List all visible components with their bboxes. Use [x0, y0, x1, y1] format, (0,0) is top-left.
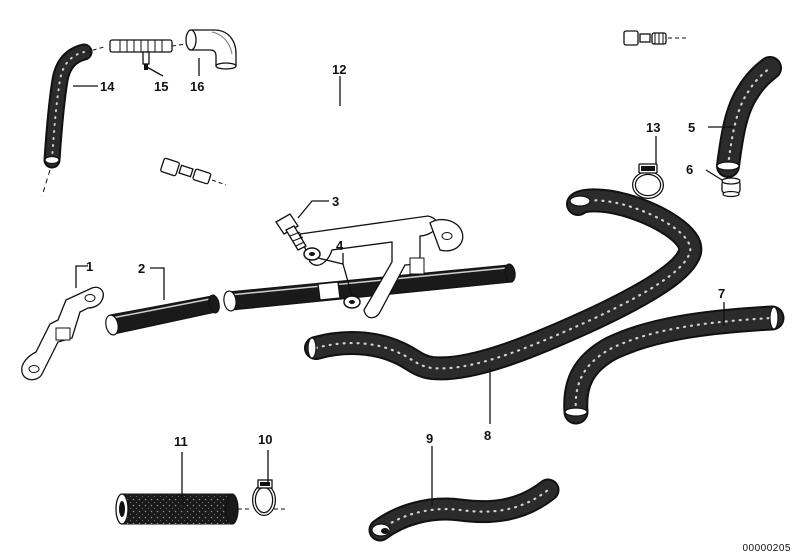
callout-15: 15 — [154, 79, 168, 94]
bolt-part-3 — [275, 213, 307, 251]
pipe-fitting-left — [160, 157, 227, 186]
callout-labels: 1 2 3 4 5 6 7 8 9 10 11 12 13 14 15 16 — [86, 62, 725, 449]
pipe-part-12 — [131, 30, 686, 186]
tube-part-2 — [105, 294, 220, 336]
callout-5: 5 — [688, 120, 695, 135]
hose-part-14 — [41, 43, 105, 197]
hose-part-5 — [716, 56, 782, 178]
callout-14: 14 — [100, 79, 115, 94]
elbow-fitting-part-16 — [185, 29, 237, 70]
callout-8: 8 — [484, 428, 491, 443]
hose-part-7 — [563, 305, 785, 425]
hose-part-8 — [304, 188, 703, 381]
callout-2: 2 — [138, 261, 145, 276]
callout-9: 9 — [426, 431, 433, 446]
callout-11: 11 — [174, 434, 188, 449]
callout-16: 16 — [190, 79, 204, 94]
callout-12: 12 — [332, 62, 346, 77]
leader-lines — [73, 58, 734, 506]
plug-part-6 — [721, 177, 741, 198]
callout-7: 7 — [718, 286, 725, 301]
tube-part-11 — [115, 493, 252, 525]
pipe-fitting-right — [623, 30, 686, 46]
document-number: 00000205 — [742, 543, 791, 554]
t-connector-part-15 — [109, 39, 187, 70]
callout-13: 13 — [646, 120, 660, 135]
clamp-part-10 — [252, 479, 288, 516]
tube-long-with-bracket — [223, 215, 516, 319]
callout-4: 4 — [336, 238, 344, 253]
callout-6: 6 — [686, 162, 693, 177]
hose-part-9 — [368, 478, 560, 542]
bracket-part-1 — [21, 286, 104, 381]
callout-1: 1 — [86, 259, 93, 274]
callout-10: 10 — [258, 432, 272, 447]
clamp-part-13 — [632, 163, 664, 199]
callout-3: 3 — [332, 194, 339, 209]
